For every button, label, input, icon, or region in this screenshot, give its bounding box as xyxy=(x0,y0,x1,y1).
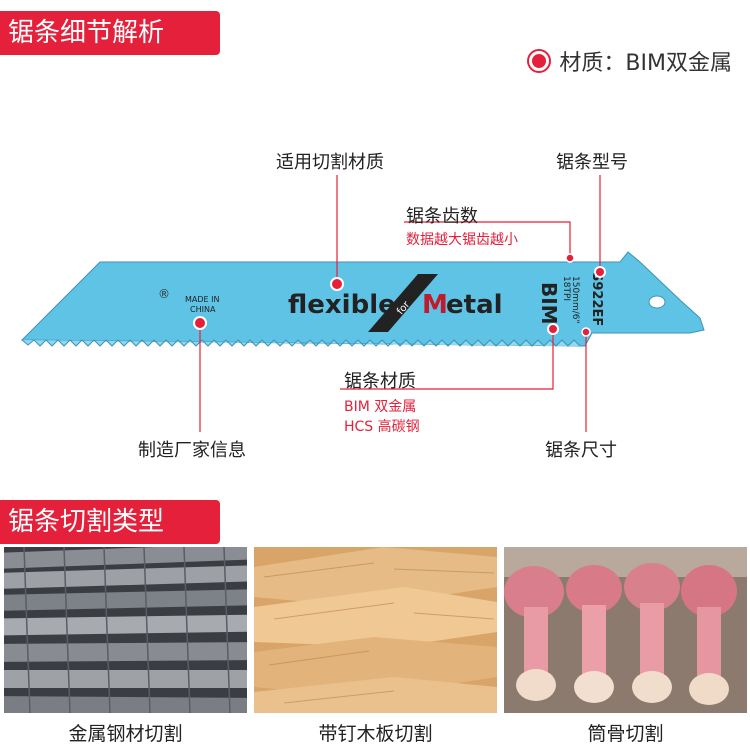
registered-mark: ® xyxy=(158,287,170,301)
callout-dots xyxy=(193,253,606,337)
callout-manufacturer-info: 制造厂家信息 xyxy=(138,440,246,461)
saw-blade-illustration: ® MADE IN CHINA flexible for M etal BIM … xyxy=(20,175,705,432)
brand-slash xyxy=(368,274,438,332)
model-mark: S922EF xyxy=(589,272,604,326)
callout-blade-size: 锯条尺寸 xyxy=(545,440,617,461)
caption-bone-cutting: 筒骨切割 xyxy=(587,723,664,745)
photo-steel-rebar xyxy=(4,547,247,713)
callout-blade-model: 锯条型号 xyxy=(556,152,628,173)
photo-bones xyxy=(504,547,747,713)
caption-wood-cutting: 带钉木板切割 xyxy=(318,723,433,745)
section-title-detail: 锯条细节解析 xyxy=(0,11,220,55)
size-mark-line2: 18TPI xyxy=(561,276,571,301)
brand-text-flexible: flexible xyxy=(288,290,396,320)
callout-blade-material-note1: BIM 双金属 xyxy=(344,399,417,415)
brand-text-metal-m: M xyxy=(422,290,448,320)
callout-lines xyxy=(199,175,601,432)
callout-applicable-material: 适用切割材质 xyxy=(276,152,384,173)
made-in-line2: CHINA xyxy=(190,305,216,314)
callout-tooth-count-note: 数据越大锯齿越小 xyxy=(406,232,518,248)
material-note-text: 材质：BIM双金属 xyxy=(559,51,732,76)
brand-text-metal-rest: etal xyxy=(446,290,503,320)
material-note: 材质：BIM双金属 xyxy=(529,45,732,77)
red-dot-icon xyxy=(529,51,550,71)
saw-teeth xyxy=(21,339,585,347)
size-mark-line1: 150mm/6" xyxy=(570,276,580,324)
photo-wood-planks xyxy=(254,547,497,713)
material-mark: BIM xyxy=(537,282,561,325)
made-in-line1: MADE IN xyxy=(185,295,219,304)
tang-hole xyxy=(648,295,666,309)
section-title-cutting-types: 锯条切割类型 xyxy=(0,500,220,544)
callout-blade-material-note2: HCS 高碳钢 xyxy=(344,419,420,435)
callout-tooth-count: 锯条齿数 xyxy=(406,206,478,227)
caption-steel-cutting: 金属钢材切割 xyxy=(68,723,183,745)
saw-blade-body xyxy=(20,251,705,347)
callout-blade-material: 锯条材质 xyxy=(344,371,416,392)
